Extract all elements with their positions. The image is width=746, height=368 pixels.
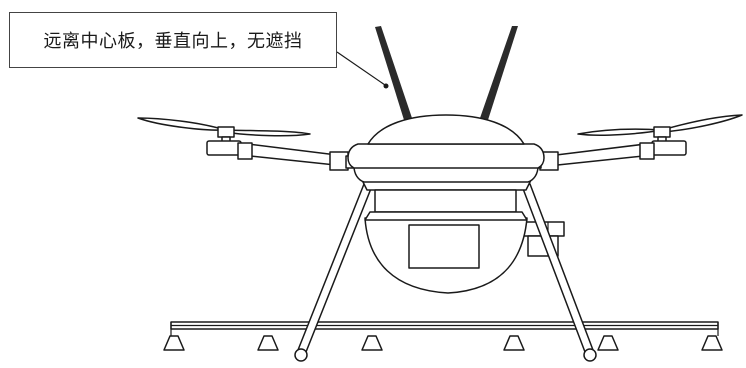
spray-boom — [170, 321, 719, 336]
spray-tank — [364, 217, 528, 294]
callout-leader-dot — [383, 83, 389, 89]
landing-gear — [294, 183, 597, 362]
propeller-icon — [137, 117, 311, 146]
callout-text: 远离中心板，垂直向上，无遮挡 — [43, 31, 303, 52]
right-arm — [530, 140, 687, 171]
spray-nozzle-icon — [163, 335, 723, 351]
body-frame — [361, 179, 532, 221]
drone-body — [347, 114, 545, 183]
left-arm — [206, 140, 357, 171]
antenna-icon — [375, 26, 518, 120]
callout-box: 远离中心板，垂直向上，无遮挡 — [9, 12, 337, 68]
callout-leader-line — [336, 51, 386, 86]
